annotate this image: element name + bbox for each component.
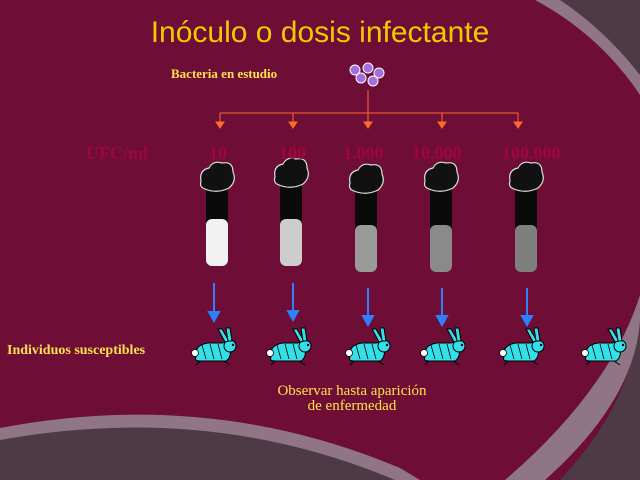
tube-liquid-4 xyxy=(430,225,452,272)
concentration-label: 100.000 xyxy=(502,143,561,163)
rabbit-icon xyxy=(420,327,466,366)
concentration-label: 1.000 xyxy=(343,143,384,163)
concentration-label: 10 xyxy=(209,143,227,163)
inoculation-arrows xyxy=(207,283,534,328)
test-tube-icon xyxy=(423,161,459,272)
tube-liquid-2 xyxy=(280,219,302,266)
test-tube-icon xyxy=(273,157,309,266)
cotton-plug-icon xyxy=(423,161,459,192)
rabbit-icon xyxy=(345,327,391,366)
slide-title: Inóculo o dosis infectante xyxy=(150,16,490,49)
observation-line-2: de enfermedad xyxy=(307,398,397,414)
cotton-plug-icon xyxy=(348,163,384,194)
rabbit-icon xyxy=(266,327,312,366)
concentration-unit-label: UFC/ml xyxy=(86,143,148,163)
dilution-connector xyxy=(215,90,523,129)
rabbit-icon xyxy=(191,327,237,366)
concentration-label: 100 xyxy=(279,143,306,163)
tube-liquid-5 xyxy=(515,225,537,272)
cotton-plug-icon xyxy=(273,157,309,188)
observation-note: Observar hasta aparición de enfermedad xyxy=(262,384,442,414)
bacteria-cluster-icon xyxy=(349,62,385,87)
tube-liquid-1 xyxy=(206,219,228,266)
cotton-plug-icon xyxy=(199,161,235,192)
observation-line-1: Observar hasta aparición xyxy=(277,383,427,399)
source-label: Bacteria en estudio xyxy=(171,66,278,81)
test-tube-icon xyxy=(199,161,235,266)
rabbit-icon xyxy=(499,327,545,366)
tube-liquid-3 xyxy=(355,225,377,272)
concentration-label: 10.000 xyxy=(412,143,462,163)
hosts-label: Individuos susceptibles xyxy=(7,343,146,358)
cotton-plug-icon xyxy=(508,161,544,192)
test-tube-icon xyxy=(508,161,544,272)
test-tube-icon xyxy=(348,163,384,272)
